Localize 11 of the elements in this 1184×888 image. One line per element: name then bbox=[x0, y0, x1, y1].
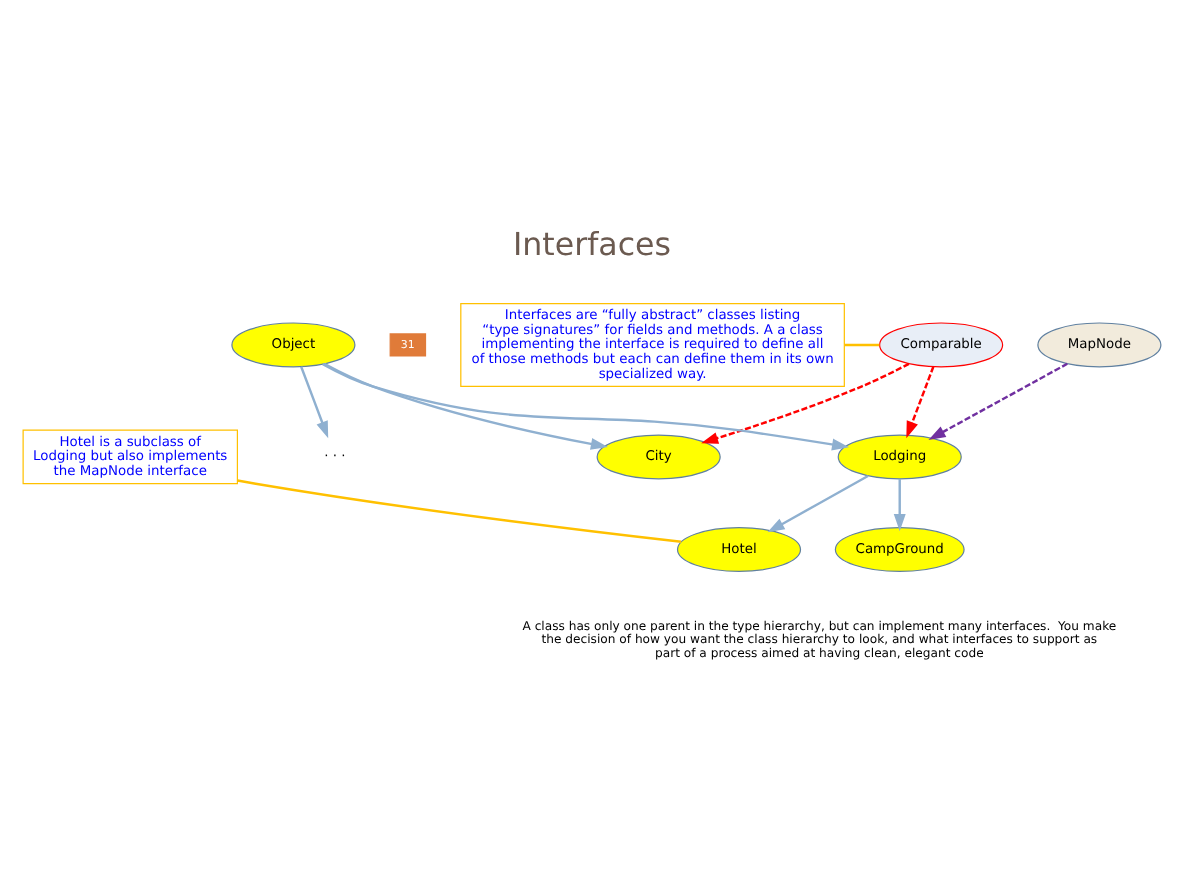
arrow bbox=[322, 362, 850, 450]
arrow bbox=[767, 473, 869, 532]
arrow bbox=[300, 365, 329, 438]
arrow bbox=[906, 365, 935, 438]
arrow bbox=[893, 478, 906, 531]
diagram-title: Interfaces bbox=[512, 224, 672, 263]
connector bbox=[237, 478, 682, 543]
arrow bbox=[928, 361, 1068, 439]
connector bbox=[844, 342, 880, 346]
arrow bbox=[323, 361, 608, 449]
arrow bbox=[701, 361, 910, 443]
